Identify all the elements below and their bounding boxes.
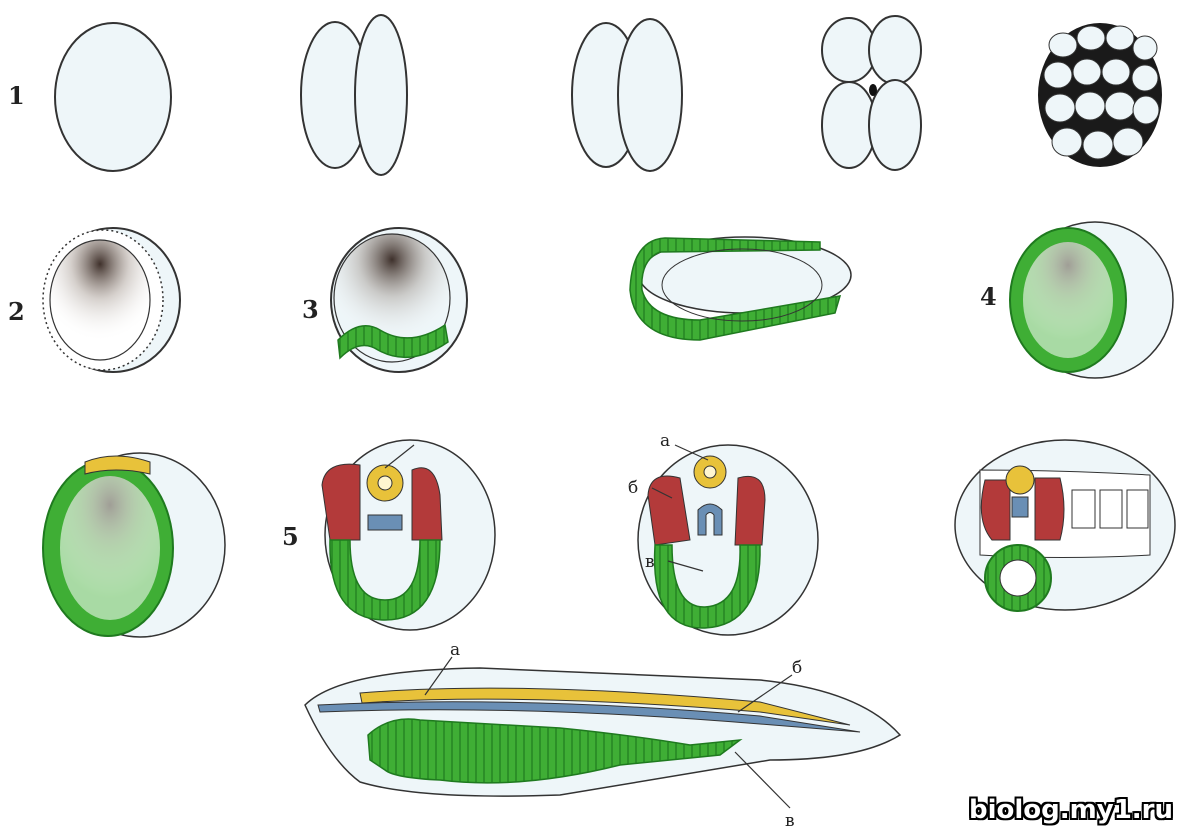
stage-5-section-d (955, 440, 1175, 611)
stage-1-four-cells (572, 19, 682, 171)
stage-5-section-b (322, 440, 495, 630)
part-label-b-section: б (628, 478, 638, 498)
stage-4-neurula-cross (1010, 222, 1173, 378)
larva-longitudinal (305, 668, 900, 796)
watermark-text: biolog.my1.ru (969, 795, 1173, 825)
stage-5-section-a (43, 453, 225, 637)
stage-3-early-gastrula (331, 228, 467, 372)
stage-label-3: 3 (302, 295, 319, 324)
stage-1-morula (1038, 23, 1162, 167)
stage-3-late-gastrula (630, 237, 851, 340)
part-label-a-larva: а (450, 640, 460, 660)
stage-1-two-cells (301, 15, 407, 175)
stage-5-section-c (638, 445, 818, 635)
stage-2-blastula (43, 228, 180, 372)
stage-label-1: 1 (8, 81, 25, 110)
part-label-a-section: а (660, 431, 670, 451)
part-label-v-section: в (645, 552, 655, 572)
stage-label-5: 5 (282, 522, 299, 551)
stage-1-eight-cells (822, 16, 921, 170)
stage-label-2: 2 (8, 297, 25, 326)
part-label-b-larva: б (792, 658, 802, 678)
stage-1-zygote (55, 23, 171, 171)
part-label-v-larva: в (785, 811, 795, 831)
stage-label-4: 4 (980, 282, 997, 311)
